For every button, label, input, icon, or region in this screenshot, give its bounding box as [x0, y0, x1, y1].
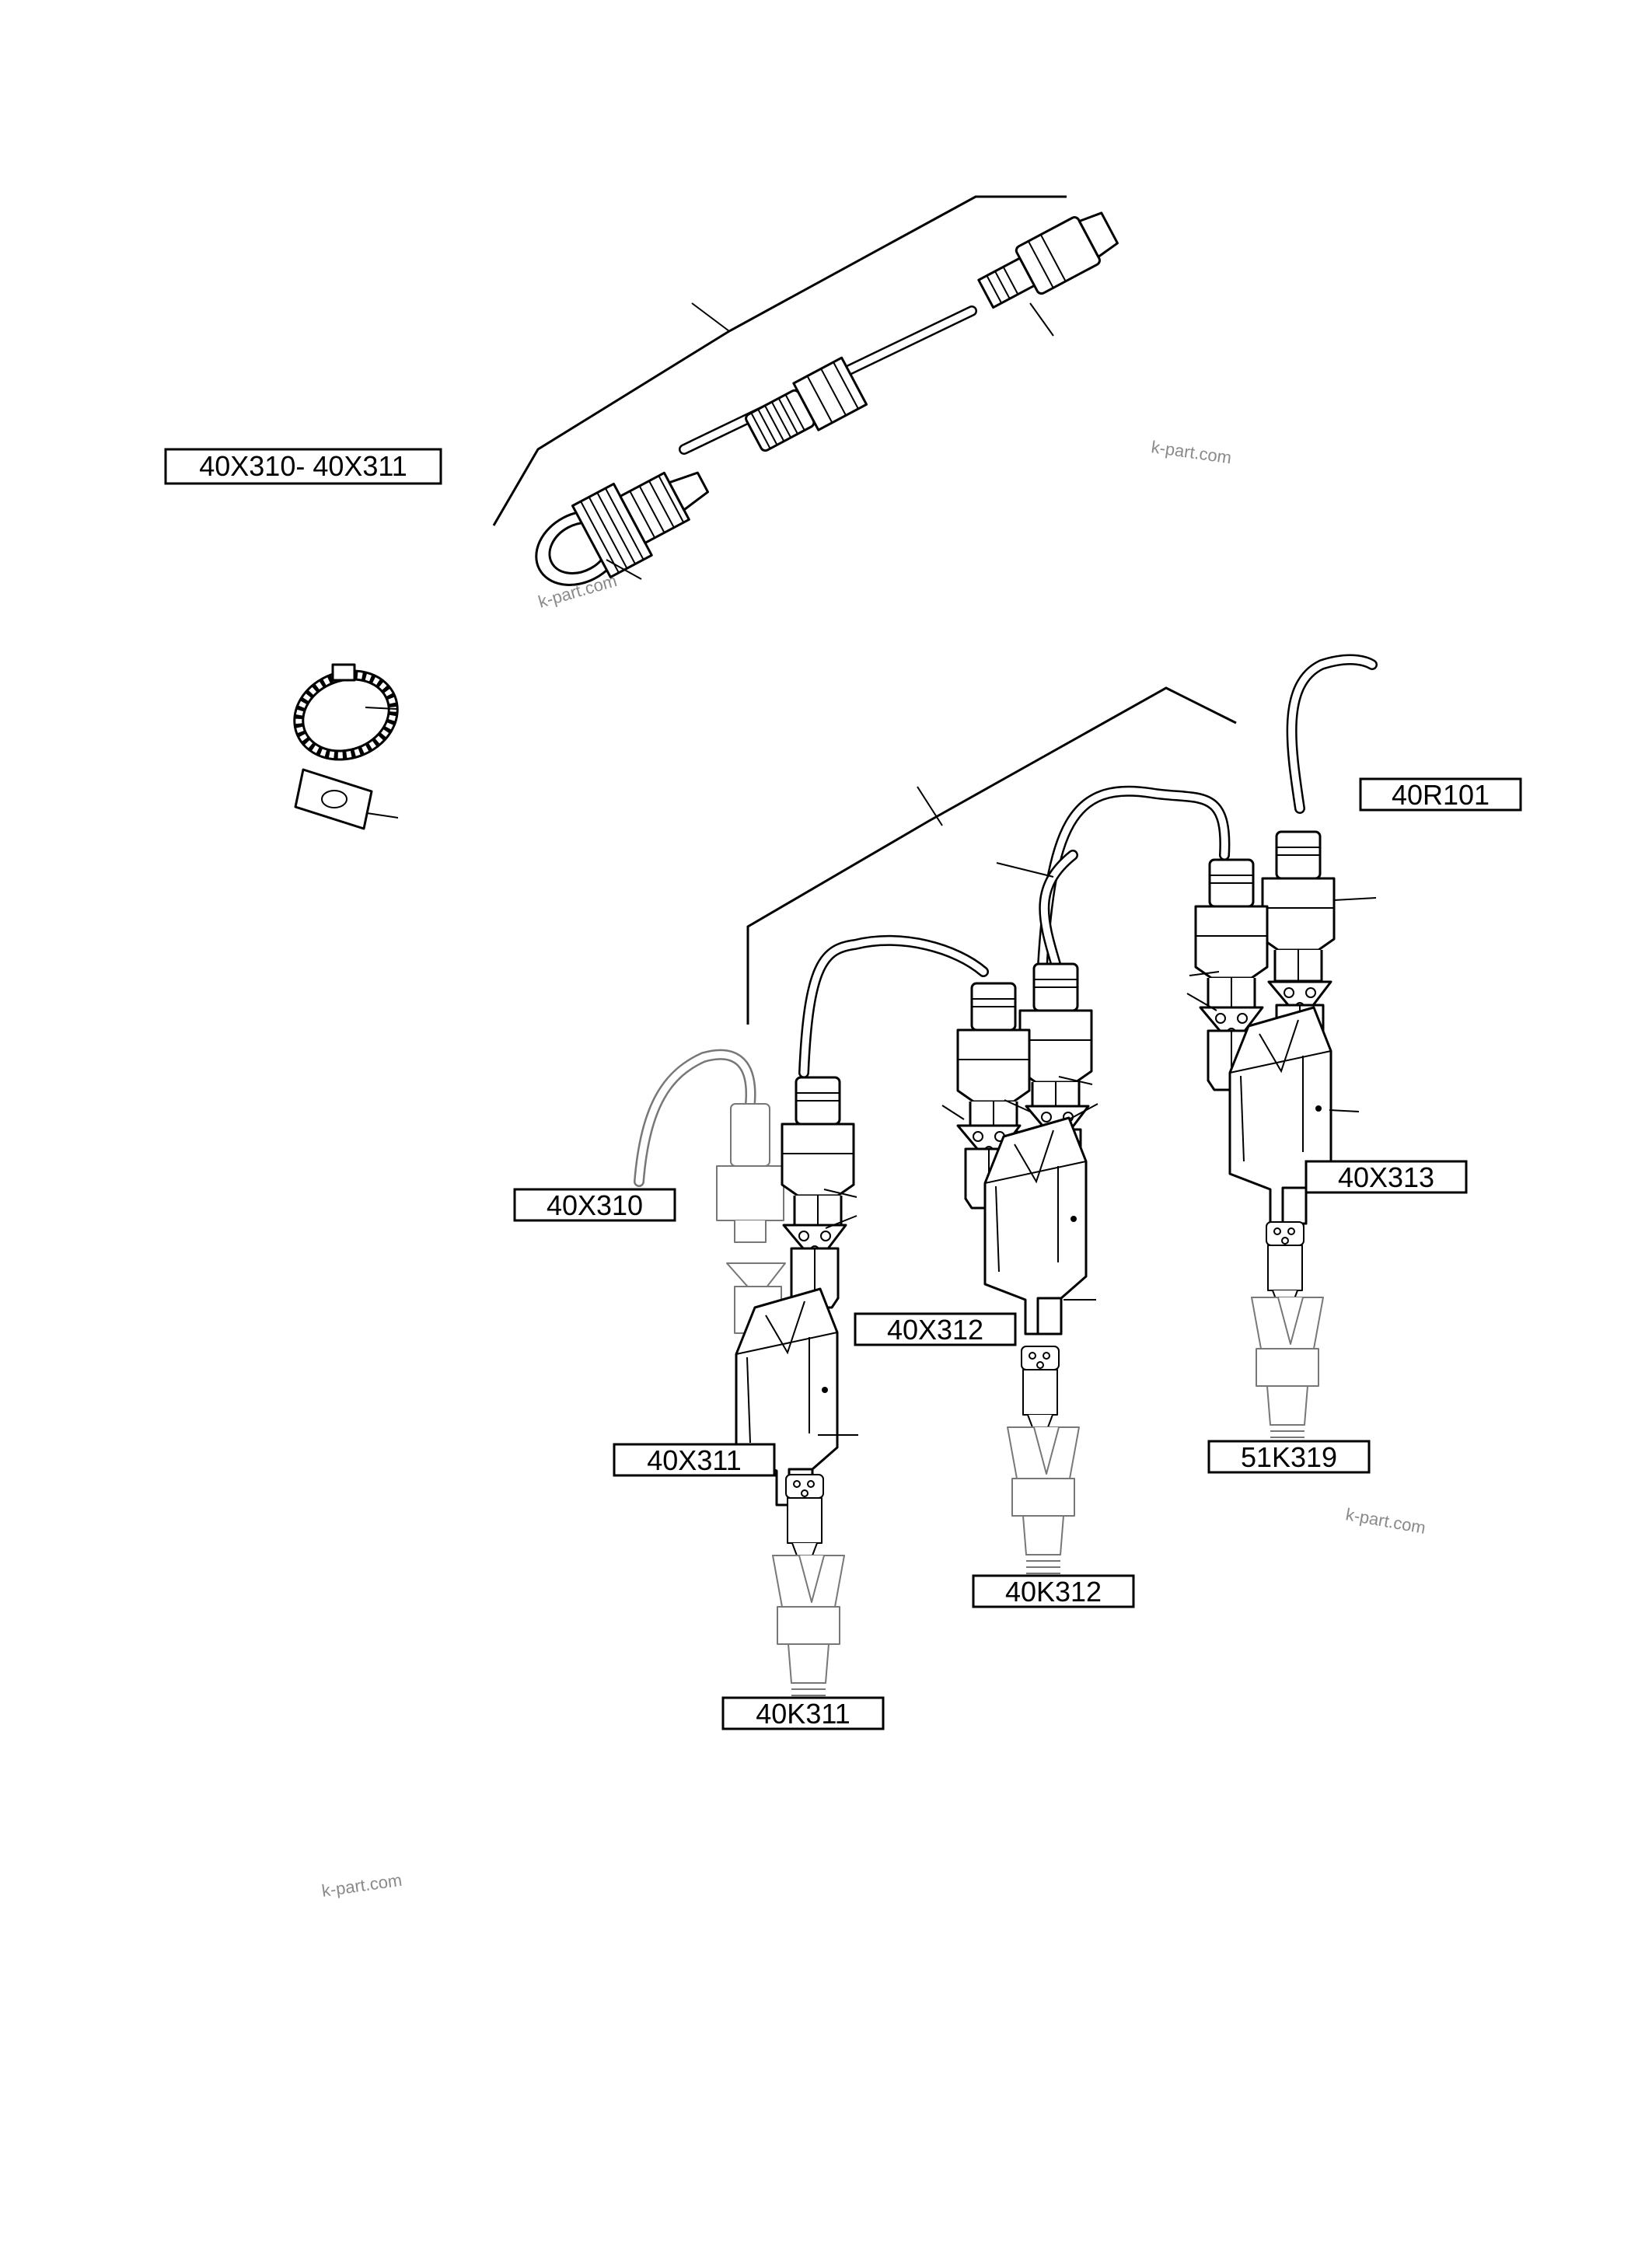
lower-harness-bracket	[746, 686, 1237, 1025]
label-text: 40X310- 40X311	[199, 450, 407, 482]
temperature-sensor-40R101	[1261, 654, 1378, 1066]
label-text: 40X312	[887, 1314, 983, 1346]
label-40R101: 40R101	[1359, 777, 1522, 812]
label-text: 51K319	[1241, 1441, 1337, 1473]
cable-tie	[293, 663, 399, 761]
label-text: 40X311	[647, 1444, 741, 1476]
mid-cable-connector	[745, 356, 868, 452]
label-40K311: 40K311	[721, 1696, 885, 1730]
label-text: 40X313	[1338, 1161, 1434, 1193]
ghost-cable-310	[634, 1049, 756, 1187]
branch-40X311	[634, 934, 989, 1702]
label-40X312: 40X312	[854, 1312, 1017, 1346]
label-40X310: 40X310	[513, 1188, 676, 1222]
watermark: k-part.com	[1344, 1504, 1427, 1538]
label-40X310-40X311: 40X310- 40X311	[164, 448, 442, 485]
label-text: 40K311	[756, 1698, 850, 1730]
label-text: 40R101	[1392, 779, 1490, 811]
label-40X313: 40X313	[1304, 1160, 1468, 1194]
round-connector	[535, 471, 710, 586]
insulator-plate	[294, 768, 399, 830]
sensor-wire	[1286, 654, 1378, 814]
ghost-connector-310	[716, 1103, 784, 1243]
watermark: k-part.com	[1150, 437, 1232, 467]
branch-cable-312	[1039, 850, 1078, 969]
watermark: k-part.com	[320, 1870, 403, 1901]
branch-cable-311	[798, 934, 989, 1078]
label-51K319: 51K319	[1207, 1440, 1371, 1474]
label-40X311: 40X311	[613, 1443, 776, 1477]
label-40K312: 40K312	[972, 1574, 1135, 1608]
end-connector	[977, 211, 1119, 309]
branch-40X312	[941, 850, 1098, 1574]
label-text: 40X310	[547, 1189, 643, 1221]
label-text: 40K312	[1005, 1576, 1102, 1608]
main-harness-assembly	[492, 195, 1119, 586]
